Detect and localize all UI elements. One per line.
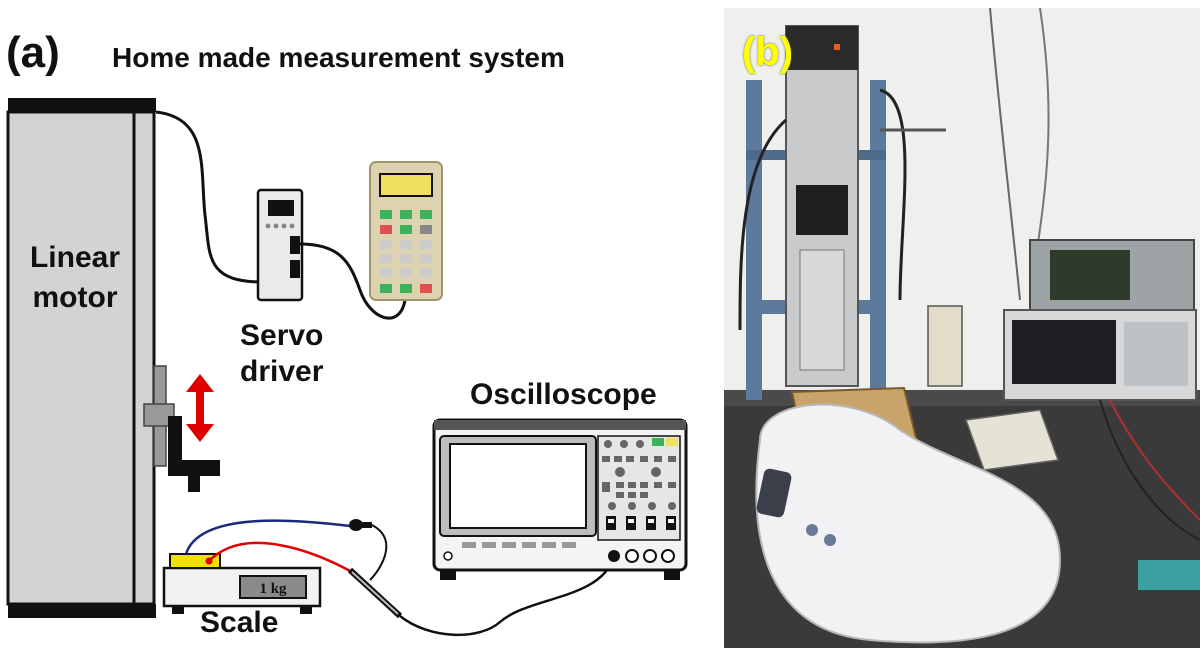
- linear-motor-label: Linear motor: [29, 241, 121, 314]
- probe-lead: [369, 524, 388, 581]
- servo-driver: [256, 188, 304, 302]
- keypad-keys: [380, 210, 432, 293]
- keypad-cable: [299, 242, 407, 320]
- vertical-motion-arrow-icon: [186, 374, 214, 442]
- setup-photo: [724, 7, 1200, 648]
- probe-wire-blue: [184, 519, 351, 555]
- linear-motor: [6, 98, 156, 618]
- probe-wire-red: [208, 541, 353, 574]
- handheld-controller: [369, 161, 443, 301]
- oscilloscope-device: [432, 418, 688, 580]
- figure-title: Home made measurement system: [112, 42, 565, 73]
- motor-carriage: [143, 365, 220, 492]
- scale-label: Scale: [200, 606, 279, 639]
- scale-display-reading: 1 kg: [259, 581, 287, 597]
- oscilloscope-label: Oscilloscope: [470, 378, 657, 411]
- probe-tip-icon: [347, 567, 403, 619]
- probe-clip-icon: [349, 519, 372, 531]
- scale-device: 1 kg: [162, 553, 322, 614]
- oscilloscope-cable: [399, 556, 616, 637]
- motor-cable: [155, 110, 263, 284]
- servo-driver-label: Servo driver: [240, 319, 324, 388]
- panel-a-label: (a): [6, 28, 60, 77]
- panel-b-label: (b): [742, 30, 794, 74]
